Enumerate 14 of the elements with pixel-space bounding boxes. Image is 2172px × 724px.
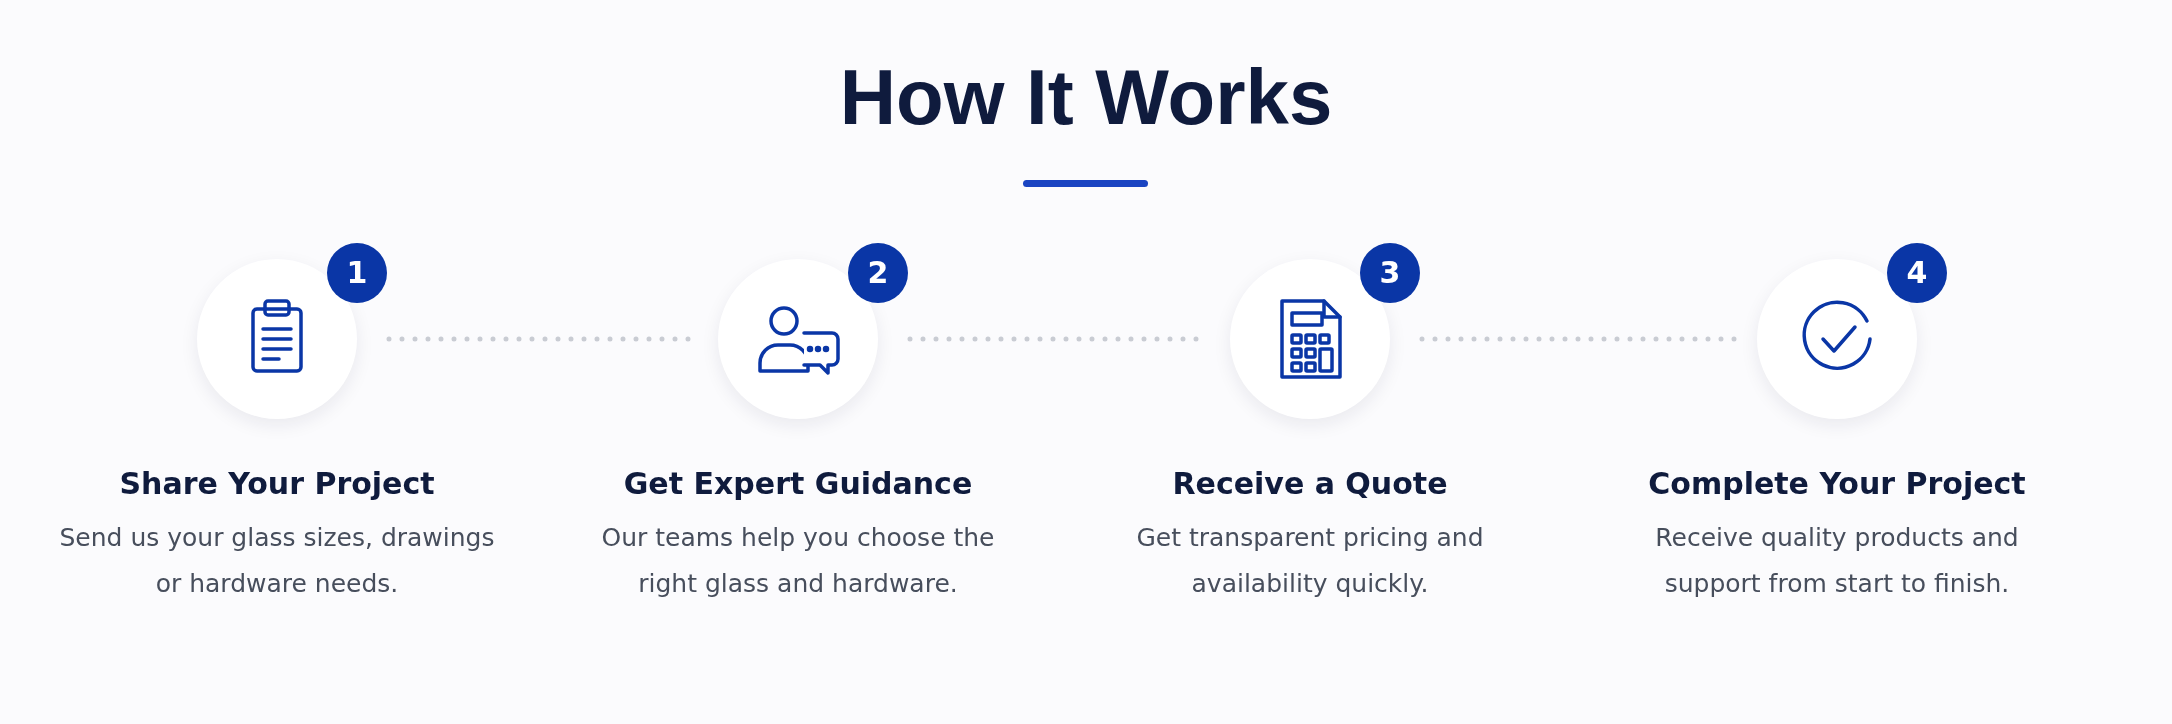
heading: How It Works — [839, 52, 1333, 143]
step-heading: Get Expert Guidance — [622, 466, 974, 501]
step-description: Send us your glass sizes, drawings or hardware needs. — [58, 522, 496, 600]
dotted-connector — [1419, 336, 1738, 342]
step-number-badge: 4 — [1887, 243, 1947, 303]
step-description: Get transparent pricing and availability quickly. — [1135, 522, 1485, 600]
step-number-badge: 3 — [1360, 243, 1420, 303]
step-heading: Receive a Quote — [1171, 466, 1449, 501]
step-description: Receive quality products and support from start to finish. — [1654, 522, 2020, 600]
step-number-badge: 1 — [327, 243, 387, 303]
step-heading: Complete Your Project — [1647, 466, 2027, 501]
step-number-badge: 2 — [848, 243, 908, 303]
step-heading: Share Your Project — [118, 466, 436, 501]
step-description: Our teams help you choose the right glass and hardware. — [600, 522, 996, 600]
